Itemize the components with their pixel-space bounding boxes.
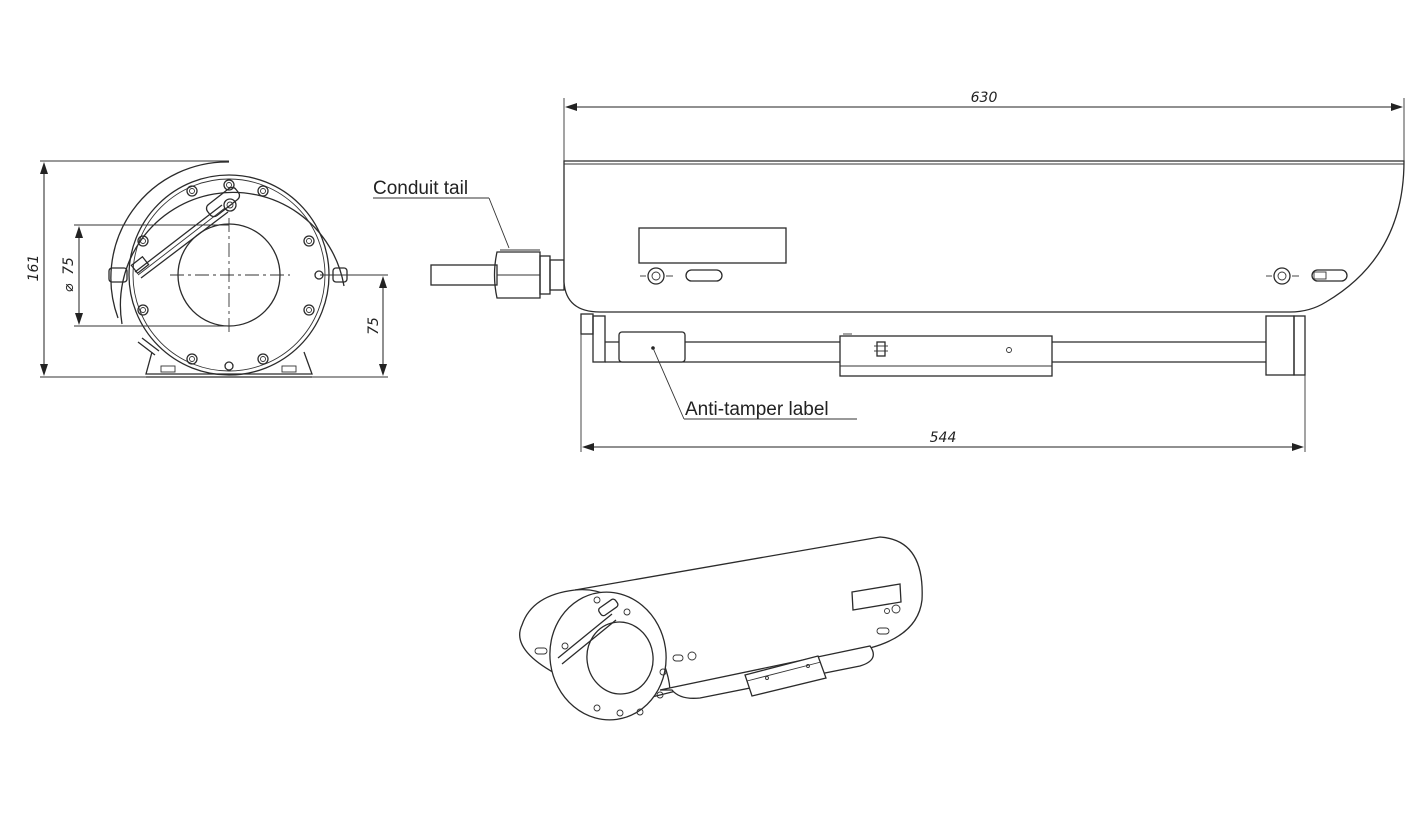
front-sunshield-arc (119, 191, 345, 325)
callout-anti-tamper-label: Anti-tamper label (685, 399, 829, 420)
front-thumbscrew (647, 267, 665, 285)
dim-diameter-label: 75 (61, 257, 77, 275)
front-bolt-holes (137, 179, 324, 371)
rear-slot (1311, 269, 1348, 282)
iso-front-plate (549, 591, 667, 721)
callout-conduit-tail-label: Conduit tail (373, 178, 468, 199)
side-housing (563, 160, 1405, 313)
dim-height (40, 160, 229, 378)
rear-thumbscrew (1273, 267, 1291, 285)
dim-base-length-label: 544 (930, 430, 957, 446)
dim-axis-height (312, 274, 388, 378)
front-bracket (137, 337, 313, 378)
callout-conduit-tail (373, 197, 510, 249)
mounting-bracket (839, 333, 1053, 377)
callout-anti-tamper (652, 347, 857, 420)
front-wiper-arm (130, 186, 241, 279)
iso-label-plate (851, 583, 902, 611)
dim-axis-height-label: 75 (366, 317, 382, 335)
side-label-plate (638, 227, 787, 264)
front-view: 161 ⌀ 75 75 (26, 160, 388, 378)
dim-height-label: 161 (26, 255, 42, 282)
dim-overall-length-label: 630 (971, 90, 998, 106)
dim-window-diameter (74, 224, 229, 327)
front-slot (685, 269, 723, 282)
conduit-tail (430, 249, 565, 299)
side-view: 630 544 Conduit tail Anti-tamper label (373, 90, 1405, 452)
isometric-view (519, 536, 923, 721)
dim-base-length (580, 334, 1306, 452)
dim-overall-length (563, 98, 1405, 161)
iso-window (586, 621, 654, 695)
dim-diameter-symbol: ⌀ (61, 283, 77, 292)
